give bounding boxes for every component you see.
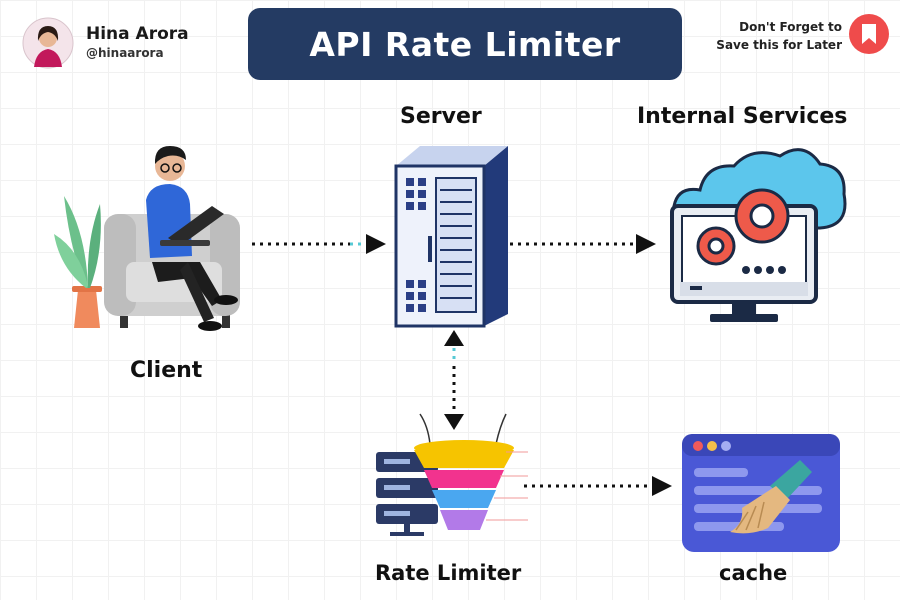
server-label: Server: [400, 104, 482, 129]
server-rack-icon: [394, 146, 508, 328]
person-with-laptop-icon: [54, 146, 240, 331]
save-note-line2: Save this for Later: [716, 38, 842, 52]
connector-server-rate-limiter: [444, 330, 464, 430]
save-note-line1: Don't Forget to: [739, 20, 842, 34]
rate-limiter-label: Rate Limiter: [375, 561, 522, 585]
browser-broom-icon: [682, 434, 840, 552]
author-handle: @hinaarora: [86, 46, 164, 60]
client-label: Client: [130, 358, 203, 383]
author-name: Hina Arora: [86, 24, 189, 44]
title-banner: API Rate Limiter: [248, 8, 682, 80]
user-avatar-icon: [22, 17, 74, 69]
cache-label: cache: [719, 561, 788, 585]
bookmark-icon[interactable]: [848, 13, 890, 55]
monitor-gears-cloud-icon: [670, 148, 847, 322]
connector-server-internal: [510, 234, 656, 254]
page-title: API Rate Limiter: [309, 24, 621, 64]
connector-rate-limiter-cache: [524, 476, 672, 496]
internal-services-label: Internal Services: [637, 104, 848, 129]
connector-client-server: [252, 234, 386, 254]
funnel-servers-icon: [376, 413, 528, 536]
